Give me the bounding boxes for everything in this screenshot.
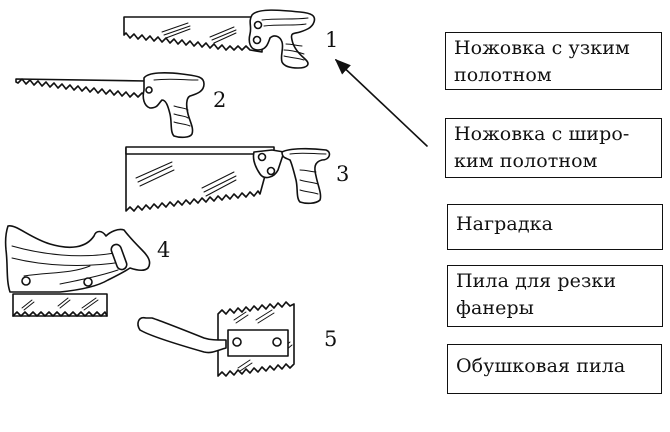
saw-3-spine bbox=[125, 146, 275, 155]
item-number-4: 4 bbox=[157, 238, 171, 262]
answer-box-line: Ножовка с широ- bbox=[454, 123, 630, 145]
connection-arrow bbox=[334, 58, 428, 147]
saw-1 bbox=[123, 9, 316, 69]
saw-3-blade-shine bbox=[135, 161, 237, 197]
saw-4-rivet bbox=[21, 276, 31, 286]
saw-3-blade bbox=[125, 147, 273, 212]
saw-3 bbox=[125, 146, 331, 212]
item-number-5: 5 bbox=[324, 327, 338, 351]
answer-box-line: Ножовка с узким bbox=[454, 37, 630, 59]
saw-1-rivet bbox=[252, 35, 262, 45]
saw-5-handle bbox=[137, 316, 227, 354]
saw-1-blade bbox=[123, 16, 263, 53]
answer-box-back-saw[interactable]: Обушковая пила bbox=[447, 344, 662, 394]
saw-2-blade bbox=[15, 78, 147, 98]
saw-2-handle bbox=[142, 72, 205, 139]
item-number-2: 2 bbox=[213, 88, 227, 112]
saw-1-blade-shine bbox=[161, 22, 237, 44]
answer-box-line: Наградка bbox=[456, 213, 554, 235]
saw-5-rivet bbox=[272, 337, 282, 347]
saw-3-handle bbox=[281, 147, 331, 205]
answer-box-plywood-saw[interactable]: Пила для резки фанеры bbox=[447, 265, 663, 327]
saw-4-rivet bbox=[83, 277, 93, 287]
saw-4-body bbox=[4, 225, 151, 293]
saw-3-rivet bbox=[257, 152, 267, 162]
saw-5-rivet bbox=[232, 337, 242, 347]
answer-box-line: Пила для резки bbox=[456, 270, 617, 292]
saw-4 bbox=[4, 225, 151, 317]
saw-3-wood-grain bbox=[289, 152, 327, 195]
saw-2-rivet bbox=[145, 86, 153, 94]
item-number-1: 1 bbox=[325, 28, 339, 52]
saw-3-rivet bbox=[266, 166, 276, 176]
saw-4-grip bbox=[110, 243, 128, 271]
answer-box-narrow-blade-saw[interactable]: Ножовка с узким полотном bbox=[445, 32, 662, 90]
answer-box-wide-blade-saw[interactable]: Ножовка с широ- ким полотном bbox=[445, 118, 662, 178]
answer-box-line: ким полотном bbox=[454, 150, 598, 172]
saw-4-blade-shine bbox=[21, 297, 99, 311]
answer-box-line: Обушковая пила bbox=[456, 355, 626, 377]
saw-5 bbox=[137, 301, 295, 377]
saw-4-teeth bbox=[12, 311, 108, 317]
saw-2-wood-grain bbox=[153, 78, 199, 127]
saw-2 bbox=[15, 72, 205, 139]
answer-box-line: полотном bbox=[454, 64, 552, 86]
answer-box-nagradka[interactable]: Наградка bbox=[447, 204, 663, 250]
answer-box-line: фанеры bbox=[456, 297, 534, 319]
item-number-3: 3 bbox=[336, 162, 350, 186]
saw-1-rivet bbox=[253, 20, 263, 30]
saw-1-wood-grain bbox=[261, 17, 309, 61]
